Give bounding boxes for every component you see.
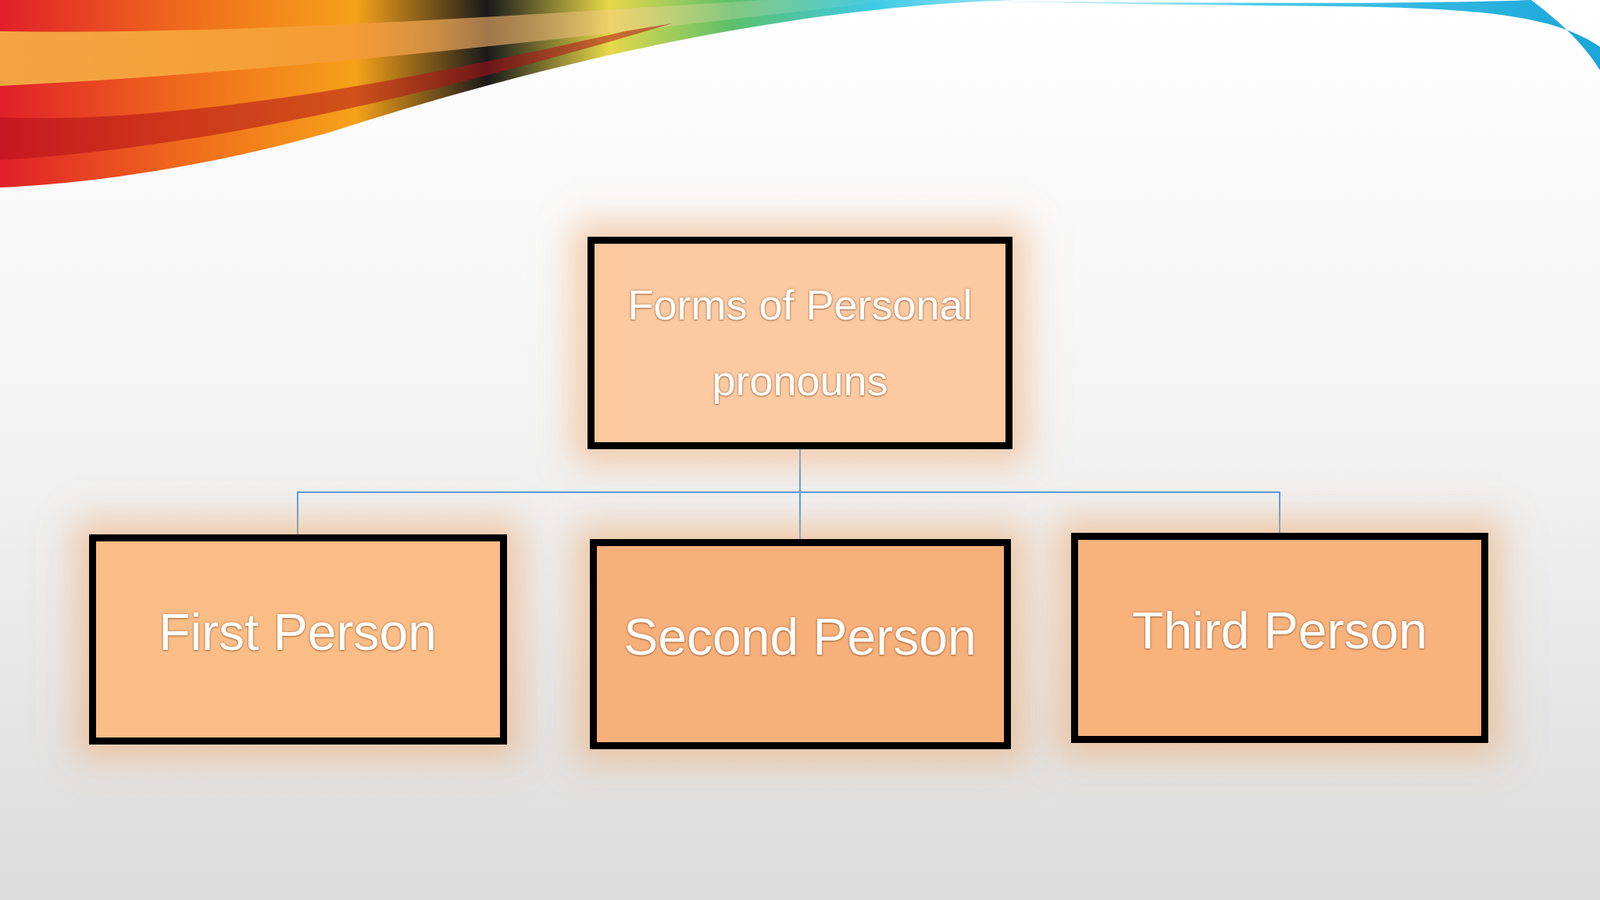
swoosh-band: [937, 0, 1600, 71]
tree-connector: [297, 449, 800, 535]
category-label: Third Person: [1132, 600, 1428, 662]
root-box: Forms of Personal pronouns: [587, 236, 1013, 450]
category-label: Second Person: [623, 606, 976, 668]
category-label: First Person: [158, 601, 437, 664]
swoosh-band: [0, 0, 1016, 188]
category-box: First Person: [89, 534, 508, 745]
root-label: Forms of Personal pronouns: [617, 267, 983, 419]
swoosh-band: [0, 23, 672, 161]
category-box: Second Person: [589, 539, 1011, 750]
category-box: Third Person: [1071, 532, 1489, 743]
tree-connector: [800, 449, 1280, 533]
